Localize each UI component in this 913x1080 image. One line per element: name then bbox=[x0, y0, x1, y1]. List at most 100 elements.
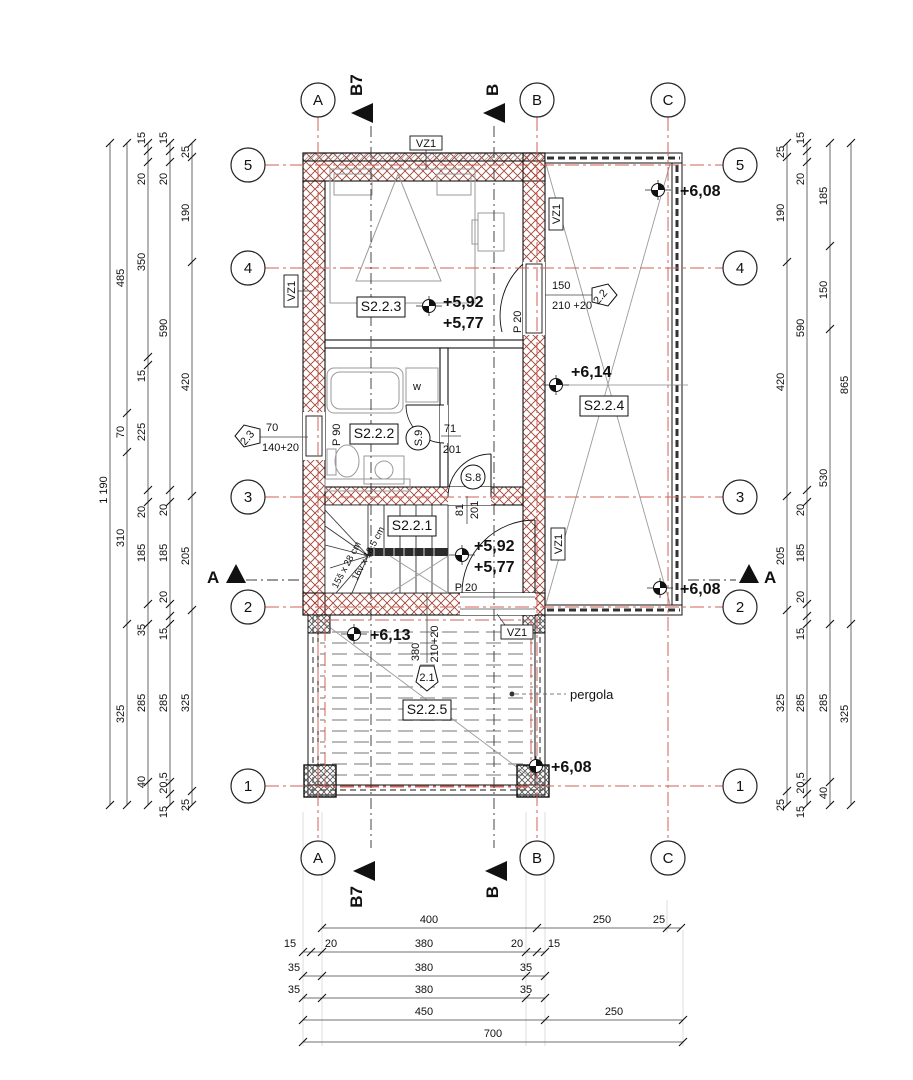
terrace-walls bbox=[544, 152, 683, 616]
window-dim: 140+20 bbox=[262, 442, 299, 454]
dim-label: 325 bbox=[775, 694, 787, 712]
section-arrow-icon bbox=[226, 564, 246, 583]
window-dim: 70 bbox=[266, 422, 278, 434]
wall-tag: VZ1 bbox=[507, 627, 527, 639]
pillow bbox=[333, 173, 373, 196]
dim-label: 15 bbox=[795, 132, 807, 144]
section-label-a-left: A bbox=[207, 568, 219, 587]
dim-label: 325 bbox=[180, 694, 192, 712]
level-value: +6,08 bbox=[680, 581, 721, 598]
dim-label: 20 bbox=[158, 173, 170, 185]
dim-label: 420 bbox=[775, 373, 787, 391]
door-dim: 201 bbox=[469, 501, 481, 519]
dim-label: 20,5 bbox=[795, 772, 807, 793]
section-label-b7-top: B7 bbox=[347, 74, 366, 96]
window-2-2 bbox=[525, 263, 543, 334]
wall-left bbox=[302, 180, 326, 616]
dim-label: 15 bbox=[795, 628, 807, 640]
level-value: +5,92 bbox=[474, 538, 515, 555]
dim-label: 250 bbox=[593, 914, 611, 926]
dim-label: 20 bbox=[795, 591, 807, 603]
dim-label: 285 bbox=[136, 694, 148, 712]
dim-label: 700 bbox=[484, 1028, 502, 1040]
opening-markers: 2.3 70 140+20 2.2 150 210 +20 2.1 380 21… bbox=[234, 280, 618, 692]
dim-label: 25 bbox=[775, 146, 787, 158]
dim-labels-bottom: 400 250 25 15 20 380 20 15 35 380 35 35 … bbox=[284, 914, 665, 1040]
room-labels: S2.2.3 S2.2.2 S2.2.1 S2.2.4 S2.2.5 bbox=[349, 296, 629, 721]
dim-label: 20 bbox=[136, 506, 148, 518]
dim-label: 20 bbox=[158, 591, 170, 603]
window-dim: 210+20 bbox=[429, 625, 441, 662]
dim-label: 420 bbox=[180, 373, 192, 391]
wall-bed-bath bbox=[324, 339, 524, 349]
grid-markers: A B C A B C 5 4 3 2 1 5 4 3 2 1 bbox=[230, 82, 758, 876]
dim-label: 15 bbox=[158, 628, 170, 640]
room-label-s221: S2.2.1 bbox=[392, 517, 433, 533]
level-value: +6,08 bbox=[551, 759, 592, 776]
dim-label: 325 bbox=[839, 705, 851, 723]
dim-label: 25 bbox=[180, 799, 192, 811]
grid-number-left: 3 bbox=[244, 489, 252, 506]
dim-label: 485 bbox=[115, 269, 127, 287]
section-arrow-icon bbox=[485, 861, 507, 881]
dim-label: 15 bbox=[136, 370, 148, 382]
bathtub bbox=[326, 367, 404, 414]
grid-letter-top: A bbox=[313, 92, 323, 109]
level-value: +5,92 bbox=[443, 294, 484, 311]
wall-tag: VZ1 bbox=[553, 534, 565, 554]
grid-letter-bottom: B bbox=[532, 850, 542, 867]
door-dim: 201 bbox=[443, 444, 461, 456]
pillow bbox=[436, 173, 472, 196]
desk-chair bbox=[471, 219, 479, 245]
parapet-tag-p90: P 90 bbox=[331, 424, 343, 446]
dim-label: 1 190 bbox=[98, 476, 110, 504]
door-marker-s8: S.8 bbox=[465, 472, 482, 484]
window-marker-2-1: 2.1 bbox=[419, 672, 434, 684]
room-label-s223: S2.2.3 bbox=[361, 298, 402, 314]
section-arrow-icon bbox=[351, 103, 373, 123]
dim-label: 40 bbox=[136, 776, 148, 788]
level-value: +5,77 bbox=[443, 315, 484, 332]
dim-label: 185 bbox=[818, 187, 830, 205]
dim-label: 350 bbox=[136, 253, 148, 271]
dim-label: 250 bbox=[605, 1006, 623, 1018]
section-arrow-icon bbox=[353, 861, 375, 881]
dim-label: 285 bbox=[795, 694, 807, 712]
dim-label: 20 bbox=[795, 504, 807, 516]
grid-letter-top: B bbox=[532, 92, 542, 109]
grid-number-left: 1 bbox=[244, 778, 252, 795]
wall-grid3 bbox=[324, 486, 524, 506]
section-label-a-right: A bbox=[764, 568, 776, 587]
dim-labels-left: 1 190 485 70 310 325 15 20 350 15 225 20… bbox=[98, 132, 192, 818]
section-arrow-icon bbox=[483, 103, 505, 123]
level-markers: +6,08 +5,92 +5,77 +6,14 +5,92 +5,77 +6,0… bbox=[340, 179, 721, 777]
pergola-envelope bbox=[324, 619, 532, 788]
grid-number-right: 3 bbox=[736, 489, 744, 506]
window-dim: 150 bbox=[552, 280, 570, 292]
level-value: +6,14 bbox=[571, 364, 612, 381]
grid-number-left: 4 bbox=[244, 260, 252, 277]
section-lines bbox=[246, 126, 736, 848]
grid-number-left: 2 bbox=[244, 599, 252, 616]
section-label-b-top: B bbox=[483, 84, 502, 96]
window-dim: 380 bbox=[410, 643, 422, 661]
dim-label: 25 bbox=[775, 799, 787, 811]
wall-tag: VZ1 bbox=[286, 281, 298, 301]
section-arrow-icon bbox=[739, 564, 759, 583]
extension-lines bbox=[302, 812, 684, 1046]
dim-label: 15 bbox=[158, 132, 170, 144]
dim-label: 190 bbox=[775, 204, 787, 222]
dim-label: 530 bbox=[818, 469, 830, 487]
grid-number-right: 2 bbox=[736, 599, 744, 616]
vanity bbox=[324, 478, 411, 492]
washbasin-counter bbox=[363, 455, 405, 485]
grid-letter-bottom: C bbox=[663, 850, 674, 867]
dim-label: 15 bbox=[548, 938, 560, 950]
level-value: +6,13 bbox=[370, 627, 411, 644]
dim-label: 590 bbox=[158, 319, 170, 337]
dim-label: 20 bbox=[511, 938, 523, 950]
dimension-lines bbox=[109, 143, 852, 1043]
dim-label: 865 bbox=[839, 376, 851, 394]
dim-labels-right: 25 190 420 205 325 25 15 20 590 20 185 2… bbox=[775, 132, 851, 818]
